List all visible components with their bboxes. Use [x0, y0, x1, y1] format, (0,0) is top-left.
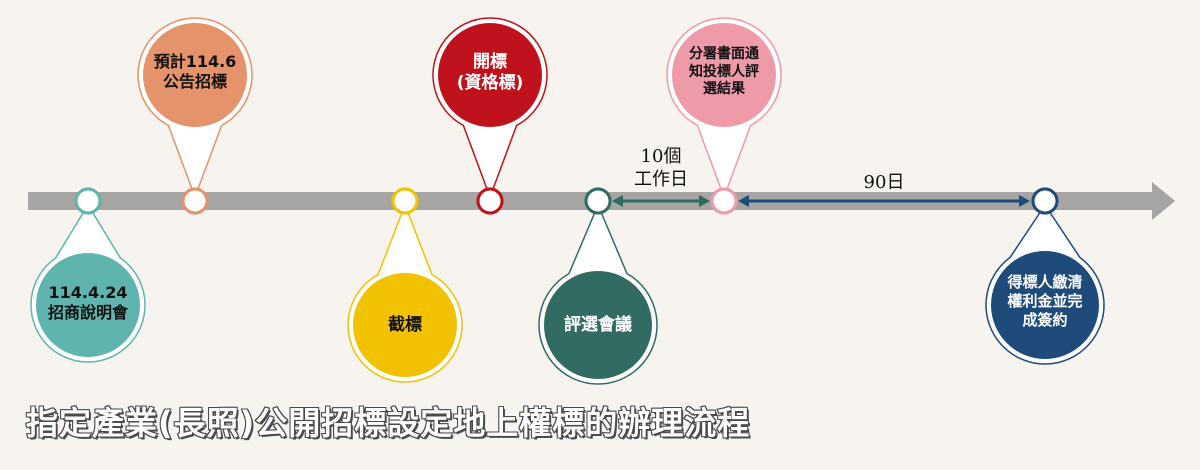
milestone-label-2: 預計114.6 公告招標	[153, 52, 237, 91]
milestone-node-top-1	[74, 187, 102, 215]
milestone-node-top-5	[584, 187, 612, 215]
duration-label-2: 90日	[863, 172, 905, 193]
milestone-node-top-7	[1031, 187, 1059, 215]
milestone-node-top-6	[710, 187, 738, 215]
timeline-arrow-head	[1152, 182, 1175, 220]
milestone-label-6: 分署書面通 知投標人評 選結果	[689, 46, 759, 97]
duration-arrow-left-1	[612, 195, 623, 207]
duration-label-1: 10個 工作日	[634, 146, 688, 190]
duration-arrow-right-2	[1019, 195, 1030, 207]
milestone-label-4: 開標 (資格標)	[456, 52, 524, 94]
milestone-label-3: 截標	[388, 315, 422, 335]
duration-arrow-left-2	[738, 195, 749, 207]
milestone-body-6	[672, 23, 776, 127]
milestone-body-3	[353, 273, 457, 377]
milestone-body-2	[143, 23, 247, 127]
milestone-node-top-3	[391, 187, 419, 215]
milestone-label-5: 評選會議	[564, 315, 632, 335]
milestone-body-5	[544, 271, 652, 379]
milestone-body-1	[36, 253, 140, 357]
milestone-label-1: 114.4.24 招商說明會	[47, 283, 128, 322]
milestone-label-7: 得標人繳清 權利金並完 成簽約	[1007, 273, 1083, 329]
milestone-node-top-2	[181, 187, 209, 215]
page-title: 指定產業(長照)公開招標設定地上權標的辦理流程	[25, 403, 751, 443]
duration-arrow-right-1	[699, 195, 710, 207]
milestone-body-4	[438, 23, 542, 127]
milestone-body-7	[991, 251, 1099, 359]
milestone-node-top-4	[476, 187, 504, 215]
